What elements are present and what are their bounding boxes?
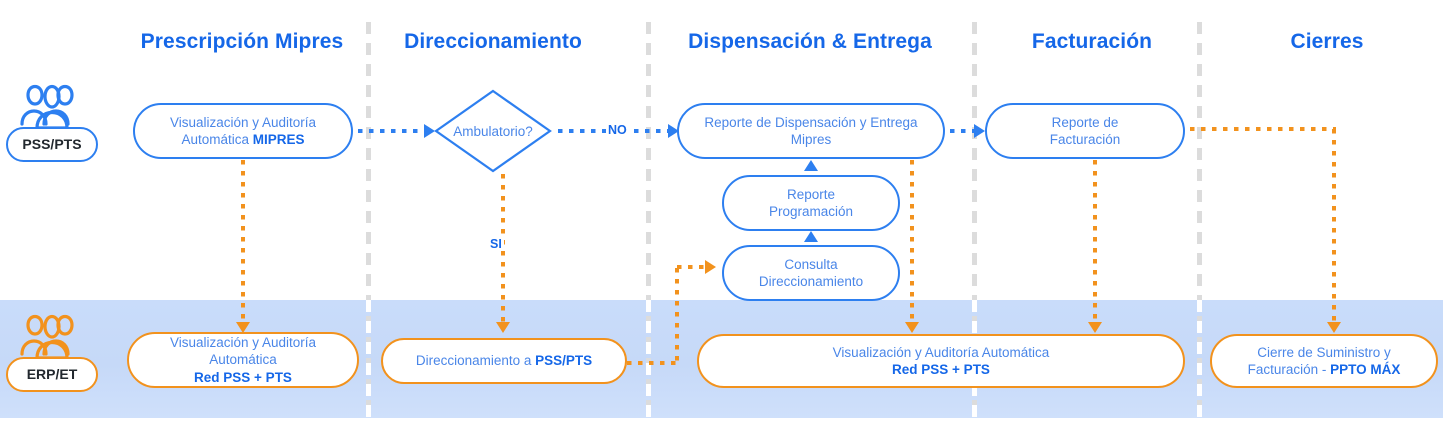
node-line-2-bold: PPTO MÁX <box>1330 362 1401 377</box>
node-line-2: Facturación <box>1049 132 1121 147</box>
node-line-1: Visualización y Auditoría Automática <box>832 344 1050 360</box>
node-line-1: Reporte de Dispensación y Entrega <box>704 114 918 130</box>
node-line-1: Direccionamiento a <box>415 353 536 369</box>
arrowhead-to-reporte-facturacion <box>974 124 985 138</box>
connector-facturacion-down <box>1093 160 1097 325</box>
decision-ambulatorio[interactable]: Ambulatorio? <box>433 88 553 174</box>
connector-cierres-down <box>1332 129 1336 325</box>
connector-no-part2 <box>634 129 676 133</box>
connector-no-part1 <box>558 129 606 133</box>
connector-mipres-down-to-red-pss-pts <box>241 160 245 325</box>
node-line-1: Reporte de <box>1051 114 1119 130</box>
arrowhead-down-visualizacion-red-2b <box>1088 322 1102 333</box>
phase-divider-1-band <box>366 300 371 418</box>
node-reporte-programacion[interactable]: Reporte Programación <box>722 175 900 231</box>
phase-title-dispensacion-entrega: Dispensación & Entrega <box>688 30 932 53</box>
actor-label-pss-pts: PSS/PTS <box>6 127 98 162</box>
arrowhead-consulta-to-programacion <box>804 231 818 242</box>
connector-dispensacion-down <box>910 160 914 325</box>
node-reporte-dispensacion-entrega-mipres[interactable]: Reporte de Dispensación y Entrega Mipres <box>677 103 945 159</box>
node-line-2: Direccionamiento <box>758 274 864 289</box>
edge-label-si: SI <box>488 237 504 251</box>
node-visualizacion-red-pss-pts-1[interactable]: Visualización y Auditoría Automática Red… <box>127 332 359 388</box>
phase-title-prescripcion-mipres: Prescripción Mipres <box>140 30 344 53</box>
connector-direccionamiento-right <box>627 361 679 365</box>
phase-title-facturacion: Facturación <box>1031 30 1153 53</box>
node-line-2: Automática <box>209 352 277 368</box>
arrowhead-down-visualizacion-red-2a <box>905 322 919 333</box>
node-line-1-bold: PSS/PTS <box>535 353 593 369</box>
node-line-1: Visualización y Auditoría <box>169 335 317 351</box>
node-line-2: Facturación - <box>1247 362 1331 377</box>
node-line-1: Consulta <box>784 256 838 272</box>
node-direccionamiento-a-pss-pts[interactable]: Direccionamiento a PSS/PTS <box>381 338 627 384</box>
connector-mipres-to-ambulatorio <box>358 129 426 133</box>
actor-erp-et: ERP/ET <box>2 312 102 392</box>
phase-divider-3 <box>972 22 977 418</box>
actor-pss-pts: PSS/PTS <box>2 82 102 162</box>
arrowhead-to-consulta-direccionamiento <box>705 260 716 274</box>
phase-divider-4 <box>1197 22 1202 418</box>
people-group-icon <box>2 312 102 367</box>
arrowhead-down-red-pss-pts-1 <box>236 322 250 333</box>
node-line-2: Programación <box>768 204 854 219</box>
phase-divider-4-band <box>1197 300 1202 418</box>
phase-divider-2-band <box>646 300 651 418</box>
node-line-2-bold: Red PSS + PTS <box>892 362 990 377</box>
connector-direccionamiento-up <box>675 268 679 364</box>
node-line-2: Mipres <box>790 132 832 147</box>
node-line-1: Cierre de Suministro y <box>1257 344 1391 360</box>
connector-into-consulta <box>677 265 709 269</box>
arrowhead-down-direccionamiento-pss-pts <box>496 322 510 333</box>
node-line-1: Reporte <box>786 186 835 202</box>
node-cierre-suministro-facturacion[interactable]: Cierre de Suministro y Facturación - PPT… <box>1210 334 1438 388</box>
node-visualizacion-red-pss-pts-2[interactable]: Visualización y Auditoría Automática Red… <box>697 334 1185 388</box>
node-line-2-bold: MIPRES <box>252 132 305 147</box>
connector-facturacion-to-cierres <box>1190 127 1336 131</box>
phase-title-direccionamiento: Direccionamiento <box>404 30 582 53</box>
edge-label-no: NO <box>606 123 629 137</box>
arrowhead-down-cierre-suministro <box>1327 322 1341 333</box>
node-line-2: Automática <box>181 132 253 147</box>
phase-divider-2 <box>646 22 651 418</box>
actor-label-erp-et: ERP/ET <box>6 357 98 392</box>
arrowhead-to-reporte-dispensacion <box>668 124 679 138</box>
node-visualizacion-auditoria-mipres[interactable]: Visualización y Auditoría Automática MIP… <box>133 103 353 159</box>
phase-title-cierres: Cierres <box>1290 30 1364 53</box>
arrowhead-programacion-to-dispensacion <box>804 160 818 171</box>
connector-dispensacion-to-facturacion <box>950 129 978 133</box>
decision-label-ambulatorio: Ambulatorio? <box>453 123 533 139</box>
node-reporte-facturacion[interactable]: Reporte de Facturación <box>985 103 1185 159</box>
phase-divider-1 <box>366 22 371 418</box>
node-line-1: Visualización y Auditoría <box>169 114 317 130</box>
people-group-icon <box>2 82 102 137</box>
arrowhead-to-ambulatorio <box>424 124 435 138</box>
node-consulta-direccionamiento[interactable]: Consulta Direccionamiento <box>722 245 900 301</box>
node-line-3-bold: Red PSS + PTS <box>194 369 292 385</box>
